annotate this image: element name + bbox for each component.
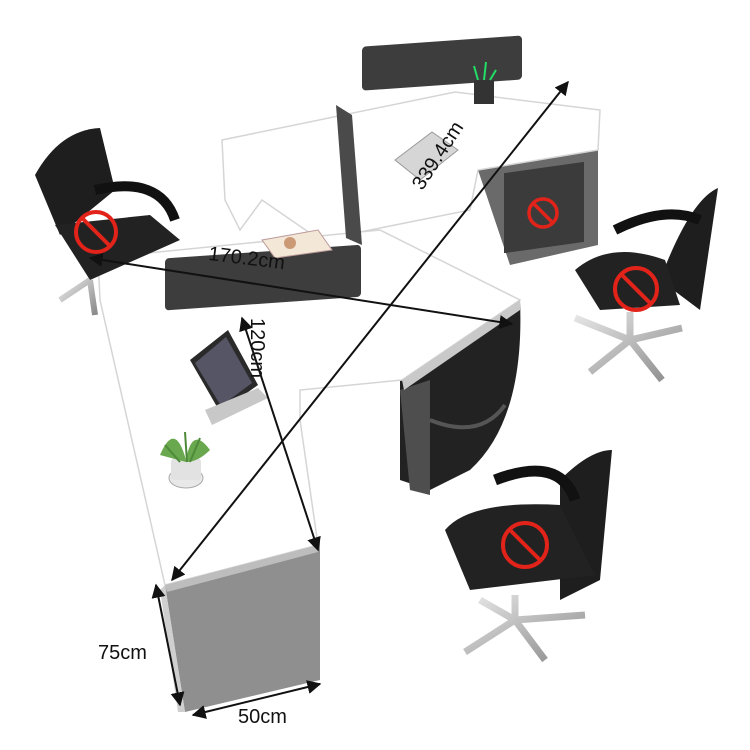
dimension-label-side: 50cm [238, 706, 287, 728]
arrow-diagonal [171, 80, 569, 582]
arrow-width [88, 253, 514, 329]
arrow-height [151, 583, 185, 707]
arrow-depth [239, 316, 321, 552]
prohibited-icon [74, 210, 118, 254]
prohibited-icon [613, 266, 659, 312]
dimension-label-depth: 120cm [246, 318, 268, 379]
arrow-side [191, 680, 322, 719]
office-chair-front [445, 450, 612, 663]
dimension-label-height: 75cm [98, 642, 147, 664]
office-chair-left [35, 128, 180, 316]
dimension-arrows [88, 80, 569, 719]
